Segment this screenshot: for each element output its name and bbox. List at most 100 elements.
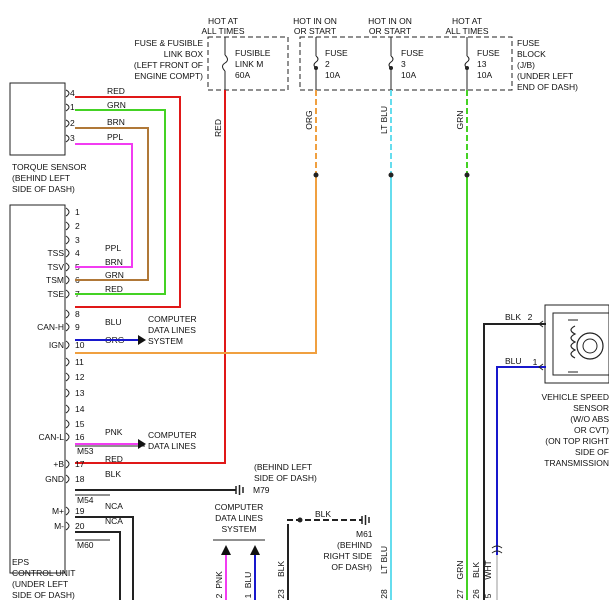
ground-m79-note-1: (BEHIND LEFT xyxy=(254,462,312,472)
eps-wire-color: GRN xyxy=(105,270,124,280)
pin-bracket-icon xyxy=(65,357,70,367)
wire-label-red: RED xyxy=(213,119,223,137)
vehicle-speed-sensor xyxy=(544,304,609,384)
eps-pin-number: 13 xyxy=(75,388,85,398)
pin-bracket-icon xyxy=(65,459,70,469)
ground-m61-note-3: OF DASH) xyxy=(331,562,372,572)
pin-bracket-icon xyxy=(65,89,70,98)
vss-caption-2: SENSOR xyxy=(573,403,609,413)
eps-pin-number: 12 xyxy=(75,372,85,382)
bottom-wire-grn: GRN xyxy=(455,561,465,580)
eps-terminal-name: TSM xyxy=(46,275,64,285)
bottom-wire-ltblu: LT BLU xyxy=(379,546,389,574)
eps-wire-color: BLK xyxy=(105,469,121,479)
ground-m61-note-1: (BEHIND xyxy=(337,540,372,550)
ground-m61-label: M61 xyxy=(356,529,373,539)
fuse-3-number: 3 xyxy=(401,59,406,69)
eps-terminal-name: CAN-L xyxy=(38,432,64,442)
splice-dot-icon xyxy=(297,517,303,523)
bottom-wire-blk: BLK xyxy=(276,561,286,577)
data-lines-bottom-label-3: SYSTEM xyxy=(222,524,257,534)
splice-dot-icon xyxy=(313,172,319,178)
eps-pin-number: 2 xyxy=(75,221,80,231)
data-lines-bottom-label-1: COMPUTER xyxy=(215,502,264,512)
eps-pin-number: 4 xyxy=(75,248,80,258)
bottom-pin: 26 xyxy=(471,589,481,599)
eps-terminal-name: M+ xyxy=(52,506,64,516)
eps-unit-body xyxy=(9,204,66,574)
torque-pin-number: 4 xyxy=(70,88,75,98)
arrow-up-icon xyxy=(250,545,260,555)
splice-dot-icon xyxy=(388,172,394,178)
arrow-right-icon xyxy=(138,335,146,345)
wire-blu-vss xyxy=(496,366,546,590)
wire-label-ltblu: LT BLU xyxy=(379,106,389,134)
wire-brn-tsv xyxy=(75,127,149,281)
hot-always-label-2a: HOT AT xyxy=(452,16,482,26)
vss-caption-5: (ON TOP RIGHT xyxy=(545,436,609,446)
pin-bracket-icon xyxy=(65,134,70,143)
fuse-block-label-line5: END OF DASH) xyxy=(517,82,578,92)
eps-wire-color: PNK xyxy=(105,427,123,437)
pin-bracket-icon xyxy=(65,119,70,128)
wire-blk-m61-dashed xyxy=(287,519,362,530)
eps-pin-number: 17 xyxy=(75,459,85,469)
eps-terminal-name: GND xyxy=(45,474,64,484)
fuse-13: FUSE 13 10A xyxy=(464,37,500,90)
arrow-up-icon xyxy=(221,545,231,555)
fuse-block-label-line2: BLOCK xyxy=(517,49,546,59)
bottom-wire-wht: WHT xyxy=(483,560,493,579)
coil-icon xyxy=(570,325,577,359)
data-lines-label-3: SYSTEM xyxy=(148,336,183,346)
fuse-3-amp: 10A xyxy=(401,70,416,80)
bottom-pin: 28 xyxy=(379,589,389,599)
wire-red-plus-b xyxy=(75,90,226,464)
connector-m60: M60 xyxy=(77,540,94,550)
pin-bracket-icon xyxy=(65,235,70,245)
fuse-13-number: 13 xyxy=(477,59,487,69)
vss-caption: VEHICLE SPEED SENSOR (W/O ABS OR CVT) (O… xyxy=(541,392,609,468)
wire-nca-mminus xyxy=(75,531,121,600)
wire-nca-mplus xyxy=(75,516,134,600)
pin-bracket-icon xyxy=(65,372,70,382)
eps-pin-number: 10 xyxy=(75,340,85,350)
arrow-right-icon xyxy=(138,439,146,449)
connector-m54: M54 xyxy=(77,495,94,505)
data-lines-label-2: DATA LINES xyxy=(148,325,196,335)
ground-m79-label: M79 xyxy=(253,485,270,495)
pin-bracket-icon xyxy=(65,388,70,398)
eps-wire-color: NCA xyxy=(105,516,123,526)
eps-pin-number: 15 xyxy=(75,419,85,429)
pin-bracket-icon xyxy=(65,103,70,112)
vss-caption-6: SIDE OF xyxy=(575,447,609,457)
eps-pin-number: 11 xyxy=(75,357,84,367)
fuse-block-label: FUSE BLOCK (J/B) (UNDER LEFT END OF DASH… xyxy=(517,38,578,92)
torque-sensor-caption-1: TORQUE SENSOR xyxy=(12,162,86,172)
bottom-pin: 23 xyxy=(276,589,286,599)
eps-wire-color: NCA xyxy=(105,501,123,511)
fuse-3: FUSE 3 10A xyxy=(388,37,424,90)
splice-dot-icon xyxy=(464,172,470,178)
eps-caption-1: EPS xyxy=(12,557,29,567)
eps-pin-number: 1 xyxy=(75,207,80,217)
terminal-arrow-icon xyxy=(538,320,544,328)
fusible-link-symbol-icon xyxy=(222,54,228,72)
eps-pin-number: 14 xyxy=(75,404,85,414)
ground-m79-note-2: SIDE OF DASH) xyxy=(254,473,317,483)
bottom-wire-blu: BLU xyxy=(243,572,253,589)
fuse-3-name: FUSE xyxy=(401,48,424,58)
fuse-box-label-line1: FUSE & FUSIBLE xyxy=(135,38,204,48)
fuse-box-label-line4: ENGINE COMPT) xyxy=(135,71,204,81)
pin-bracket-icon xyxy=(65,432,70,442)
hot-on-start-label-1a: HOT IN ON xyxy=(293,16,337,26)
vss-caption-3: (W/O ABS xyxy=(570,414,609,424)
shield-break-icon xyxy=(491,545,503,554)
pin-bracket-icon xyxy=(65,289,70,299)
fusible-link-id: LINK M xyxy=(235,59,263,69)
ts-wire-label: PPL xyxy=(107,132,123,142)
wire-label-org: ORG xyxy=(304,110,314,129)
eps-terminal-name: M- xyxy=(54,521,64,531)
eps-pin-number: 20 xyxy=(75,521,85,531)
